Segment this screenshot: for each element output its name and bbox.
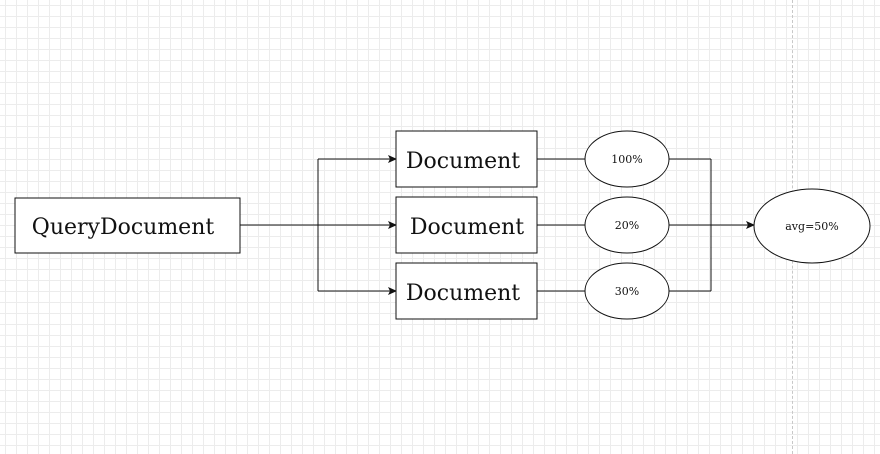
document-label: Document	[406, 281, 520, 306]
document-node-2[interactable]: Document	[395, 196, 538, 254]
score-label: 100%	[611, 153, 642, 166]
score-node-3[interactable]: 30%	[584, 262, 670, 320]
query-document-box	[14, 197, 241, 254]
query-document-node[interactable]: QueryDocument	[14, 197, 241, 254]
document-box	[395, 130, 538, 188]
document-node-3[interactable]: Document	[395, 262, 538, 320]
score-node-1[interactable]: 100%	[584, 130, 670, 188]
document-label: Document	[406, 149, 520, 174]
query-document-label: QueryDocument	[32, 215, 215, 240]
document-node-1[interactable]: Document	[395, 130, 538, 188]
average-ellipse	[753, 188, 871, 264]
score-label: 30%	[615, 285, 639, 298]
score-node-2[interactable]: 20%	[584, 196, 670, 254]
average-label: avg=50%	[785, 220, 838, 233]
document-label: Document	[410, 215, 524, 240]
average-result-node[interactable]: avg=50%	[753, 188, 871, 264]
score-label: 20%	[615, 219, 639, 232]
